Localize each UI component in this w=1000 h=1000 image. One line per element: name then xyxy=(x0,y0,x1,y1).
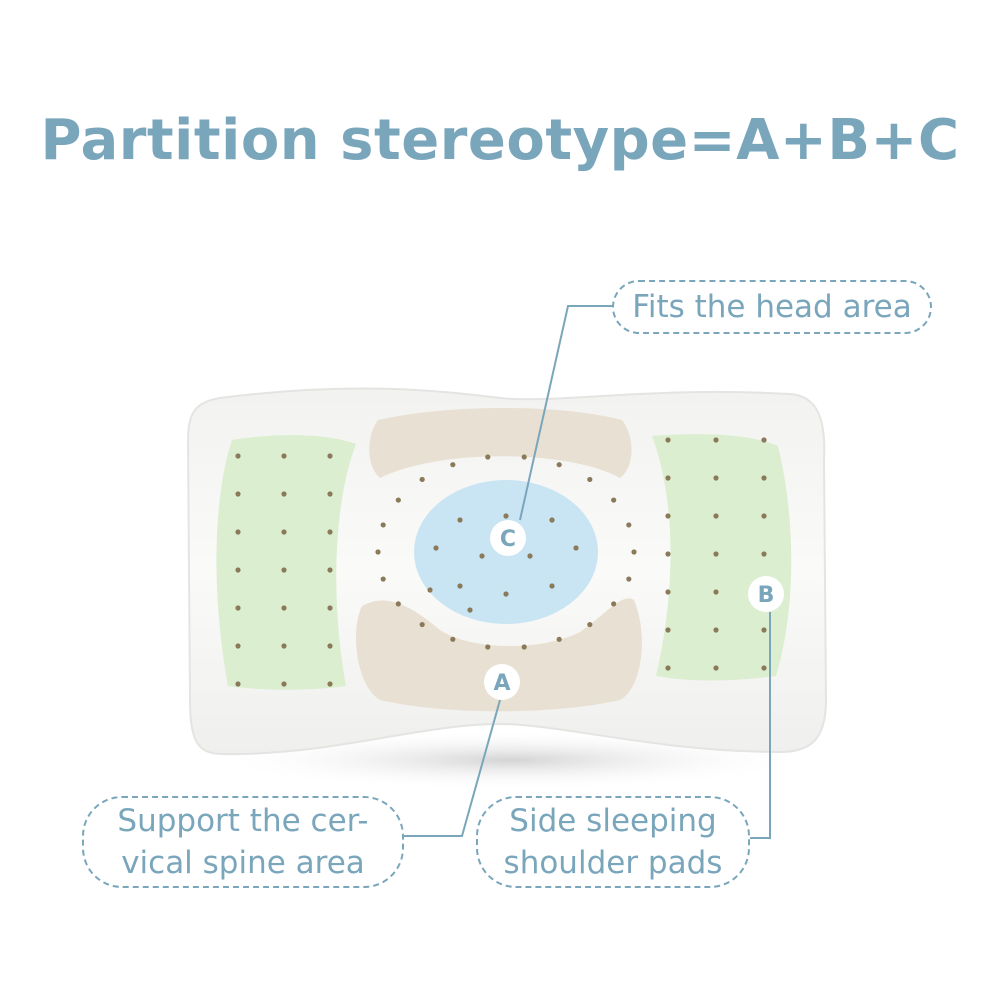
vent-hole xyxy=(327,643,333,649)
vent-hole xyxy=(450,462,456,468)
vent-hole xyxy=(327,681,333,687)
vent-hole xyxy=(665,627,671,633)
callout-cervical-line1: Support the cer- xyxy=(117,803,369,839)
vent-hole xyxy=(485,454,491,460)
vent-hole xyxy=(713,589,719,595)
vent-hole xyxy=(395,497,401,503)
vent-hole xyxy=(713,551,719,557)
zone-b-left xyxy=(216,435,356,690)
vent-hole xyxy=(281,643,287,649)
vent-hole xyxy=(611,601,617,607)
pillow-shadow xyxy=(210,730,810,790)
callout-cervical-spine: Support the cer- vical spine area xyxy=(82,796,404,888)
vent-hole xyxy=(467,607,473,613)
vent-hole xyxy=(665,437,671,443)
vent-hole xyxy=(419,476,425,483)
vent-hole xyxy=(457,583,463,589)
leader-line-c xyxy=(519,305,612,521)
leader-line-a xyxy=(404,699,501,837)
callout-shoulder-line1: Side sleeping xyxy=(509,803,717,839)
badge-a-letter: A xyxy=(493,671,510,696)
vent-hole xyxy=(556,636,562,642)
vent-hole xyxy=(427,587,433,593)
vent-hole xyxy=(327,567,333,573)
vent-hole xyxy=(761,665,767,671)
vent-hole xyxy=(281,491,287,497)
vent-hole xyxy=(327,491,333,497)
vent-hole xyxy=(556,462,562,468)
vent-hole xyxy=(235,453,241,459)
badge-c: C xyxy=(490,520,526,556)
badge-c-letter: C xyxy=(500,527,516,552)
vent-hole xyxy=(457,517,463,523)
vent-hole xyxy=(761,437,767,443)
vent-hole xyxy=(713,437,719,443)
vent-hole xyxy=(235,643,241,649)
vent-hole xyxy=(327,605,333,611)
vent-hole xyxy=(665,475,671,481)
vent-hole xyxy=(327,529,333,535)
zone-a-top xyxy=(369,408,632,478)
page-title: Partition stereotype=A+B+C xyxy=(40,108,960,173)
vent-hole xyxy=(419,621,425,628)
vent-hole xyxy=(281,453,287,459)
vent-hole xyxy=(235,605,241,611)
vent-hole xyxy=(235,681,241,687)
vent-hole xyxy=(713,513,719,519)
callout-cervical-line2: vical spine area xyxy=(121,845,365,881)
vent-hole xyxy=(235,491,241,497)
vent-hole xyxy=(503,591,509,597)
vent-hole xyxy=(479,553,485,559)
vent-hole xyxy=(395,601,401,607)
vent-hole xyxy=(665,665,671,671)
callout-shoulder-line2: shoulder pads xyxy=(503,845,723,881)
vent-hole xyxy=(713,665,719,671)
vent-hole xyxy=(713,475,719,481)
badge-b-letter: B xyxy=(758,583,775,608)
vent-hole xyxy=(665,589,671,595)
vent-hole xyxy=(665,551,671,557)
vent-hole xyxy=(485,644,491,650)
badge-b: B xyxy=(748,576,784,612)
vent-hole xyxy=(626,576,632,582)
badge-a: A xyxy=(484,664,520,700)
vent-hole xyxy=(450,636,456,642)
zone-a-bottom xyxy=(356,598,642,712)
vent-hole xyxy=(380,576,386,582)
vent-hole xyxy=(611,497,617,503)
vent-hole xyxy=(549,583,555,589)
vent-hole xyxy=(380,522,386,528)
callout-head-area: Fits the head area xyxy=(612,280,932,334)
callout-head-area-text: Fits the head area xyxy=(632,289,912,325)
vent-hole xyxy=(521,454,527,460)
vent-hole xyxy=(235,567,241,573)
vent-hole xyxy=(281,529,287,535)
vent-hole xyxy=(761,627,767,633)
zone-b-right xyxy=(652,434,792,681)
vent-hole xyxy=(761,475,767,481)
vent-hole xyxy=(761,513,767,519)
vent-hole xyxy=(761,551,767,557)
vent-hole xyxy=(503,513,509,519)
vent-hole xyxy=(626,522,632,528)
vent-hole xyxy=(281,567,287,573)
vent-hole xyxy=(521,644,527,650)
vent-hole xyxy=(327,453,333,459)
vent-hole xyxy=(433,545,439,551)
vent-hole xyxy=(573,545,579,551)
vent-hole xyxy=(665,513,671,519)
vent-hole xyxy=(281,681,287,687)
vent-hole xyxy=(631,549,637,555)
vent-hole xyxy=(527,553,533,559)
callout-shoulder-pads: Side sleeping shoulder pads xyxy=(476,796,750,888)
vent-hole xyxy=(549,517,555,523)
vent-hole xyxy=(281,605,287,611)
leader-line-b xyxy=(750,612,771,839)
vent-hole xyxy=(587,476,593,483)
vent-hole xyxy=(375,549,381,555)
vent-hole xyxy=(235,529,241,535)
vent-hole xyxy=(587,621,593,628)
vent-hole xyxy=(713,627,719,633)
